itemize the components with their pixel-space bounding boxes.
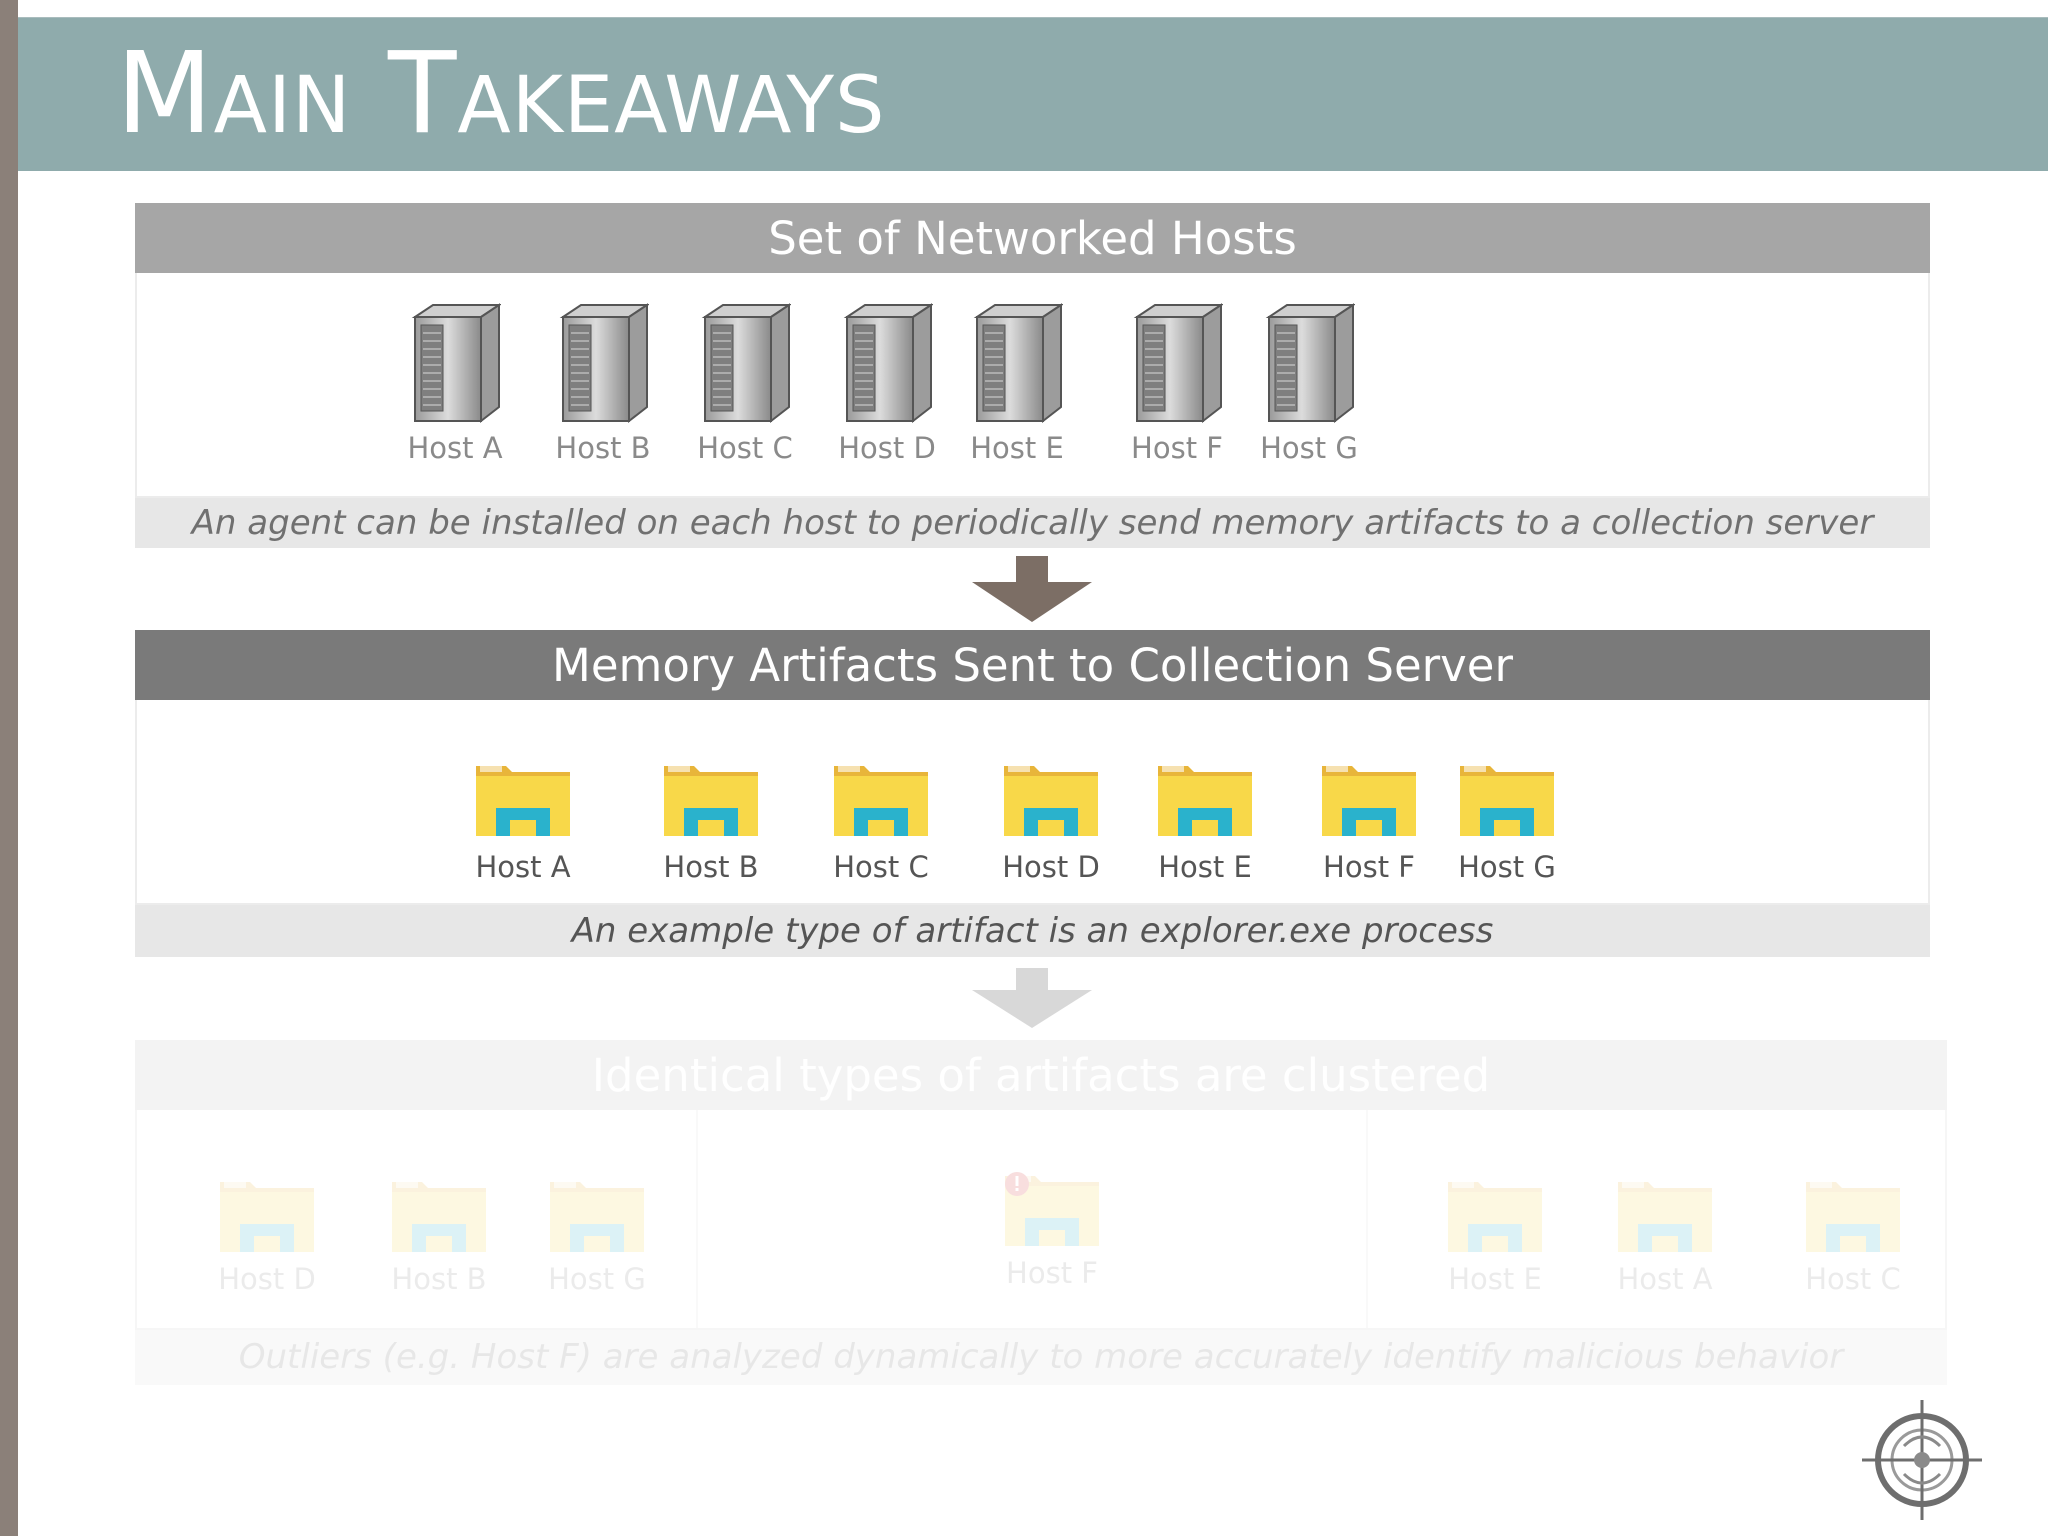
panel-header: Identical types of artifacts are cluster…: [135, 1040, 1947, 1110]
crosshair-logo-icon: [1862, 1400, 1982, 1520]
host-label: Host B: [391, 1262, 487, 1296]
host-label: Host D: [838, 431, 936, 465]
explorer-folder-icon: [834, 766, 928, 836]
panel-caption: An agent can be installed on each host t…: [135, 498, 1930, 548]
host-label: Host G: [1458, 850, 1556, 884]
host-label: Host D: [218, 1262, 316, 1296]
explorer-folder-icon: [1448, 1182, 1542, 1252]
host-item: Host A: [365, 303, 545, 465]
server-icon: [843, 303, 933, 424]
explorer-folder-icon: [1158, 766, 1252, 836]
clustered-host-item: Host E: [1405, 1176, 1585, 1296]
explorer-folder-icon: [1618, 1182, 1712, 1252]
clustered-host-item: Host D: [177, 1176, 357, 1296]
clustered-host-item: Host B: [349, 1176, 529, 1296]
down-arrow-icon: [972, 556, 1092, 622]
host-item: Host C: [655, 303, 835, 465]
outlier-host-item: Host F: [962, 1170, 1142, 1290]
slide-title: Main Takeaways: [116, 29, 886, 159]
host-item: Host E: [927, 303, 1107, 465]
host-label: Host C: [697, 431, 793, 465]
host-label: Host C: [1805, 1262, 1901, 1296]
clustered-host-item: Host G: [507, 1176, 687, 1296]
host-item: Host D: [797, 303, 977, 465]
host-label: Host A: [407, 431, 503, 465]
panel-caption: An example type of artifact is an explor…: [135, 905, 1930, 957]
host-label: Host A: [1617, 1262, 1713, 1296]
left-accent-bar: [0, 0, 18, 1536]
server-icon: [1133, 303, 1223, 424]
memory-artifacts-panel: Memory Artifacts Sent to Collection Serv…: [135, 630, 1930, 957]
panel-caption: Outliers (e.g. Host F) are analyzed dyna…: [135, 1330, 1947, 1385]
host-label: Host B: [555, 431, 651, 465]
server-icon: [411, 303, 501, 424]
cluster-divider: [696, 1110, 698, 1328]
explorer-folder-icon: [476, 766, 570, 836]
explorer-folder-icon: [664, 766, 758, 836]
server-icon: [559, 303, 649, 424]
host-item: Host A: [433, 760, 613, 884]
host-item: Host B: [513, 303, 693, 465]
explorer-folder-icon: [1004, 766, 1098, 836]
server-icon: [701, 303, 791, 424]
explorer-folder-icon: [550, 1182, 644, 1252]
panel-body: Host D Host B Host G Host F Host E Host A Host…: [135, 1110, 1947, 1330]
host-label: Host F: [1131, 431, 1223, 465]
explorer-folder-icon: [1460, 766, 1554, 836]
host-item: Host F: [1279, 760, 1459, 884]
clustered-host-item: Host C: [1763, 1176, 1943, 1296]
panel-body: Host A Host B Host C Host D Host E Host F Host…: [135, 700, 1930, 905]
host-label: Host E: [1158, 850, 1252, 884]
host-label: Host F: [1006, 1256, 1098, 1290]
clustering-panel: Identical types of artifacts are cluster…: [135, 1040, 1947, 1385]
host-item: Host G: [1417, 760, 1597, 884]
host-label: Host F: [1323, 850, 1415, 884]
host-item: Host D: [961, 760, 1141, 884]
server-icon: [1265, 303, 1355, 424]
explorer-folder-icon: [1322, 766, 1416, 836]
server-icon: [973, 303, 1063, 424]
host-item: Host F: [1087, 303, 1267, 465]
host-item: Host E: [1115, 760, 1295, 884]
host-label: Host E: [1448, 1262, 1542, 1296]
host-label: Host C: [833, 850, 929, 884]
title-band: Main Takeaways: [18, 17, 2048, 171]
explorer-folder-icon: [220, 1182, 314, 1252]
clustered-host-item: Host A: [1575, 1176, 1755, 1296]
host-label: Host G: [548, 1262, 646, 1296]
explorer-folder-icon: [392, 1182, 486, 1252]
host-label: Host E: [970, 431, 1064, 465]
alert-folder-icon: [1005, 1172, 1099, 1246]
panel-header: Memory Artifacts Sent to Collection Serv…: [135, 630, 1930, 700]
down-arrow-icon: [972, 968, 1092, 1028]
host-item: Host B: [621, 760, 801, 884]
host-label: Host G: [1260, 431, 1358, 465]
host-label: Host A: [475, 850, 571, 884]
host-item: Host G: [1219, 303, 1399, 465]
explorer-folder-icon: [1806, 1182, 1900, 1252]
cluster-divider: [1366, 1110, 1368, 1328]
panel-header: Set of Networked Hosts: [135, 203, 1930, 273]
panel-body: Host A Host B Host C Host D Host E Host F Host…: [135, 273, 1930, 498]
host-label: Host D: [1002, 850, 1100, 884]
host-label: Host B: [663, 850, 759, 884]
host-item: Host C: [791, 760, 971, 884]
